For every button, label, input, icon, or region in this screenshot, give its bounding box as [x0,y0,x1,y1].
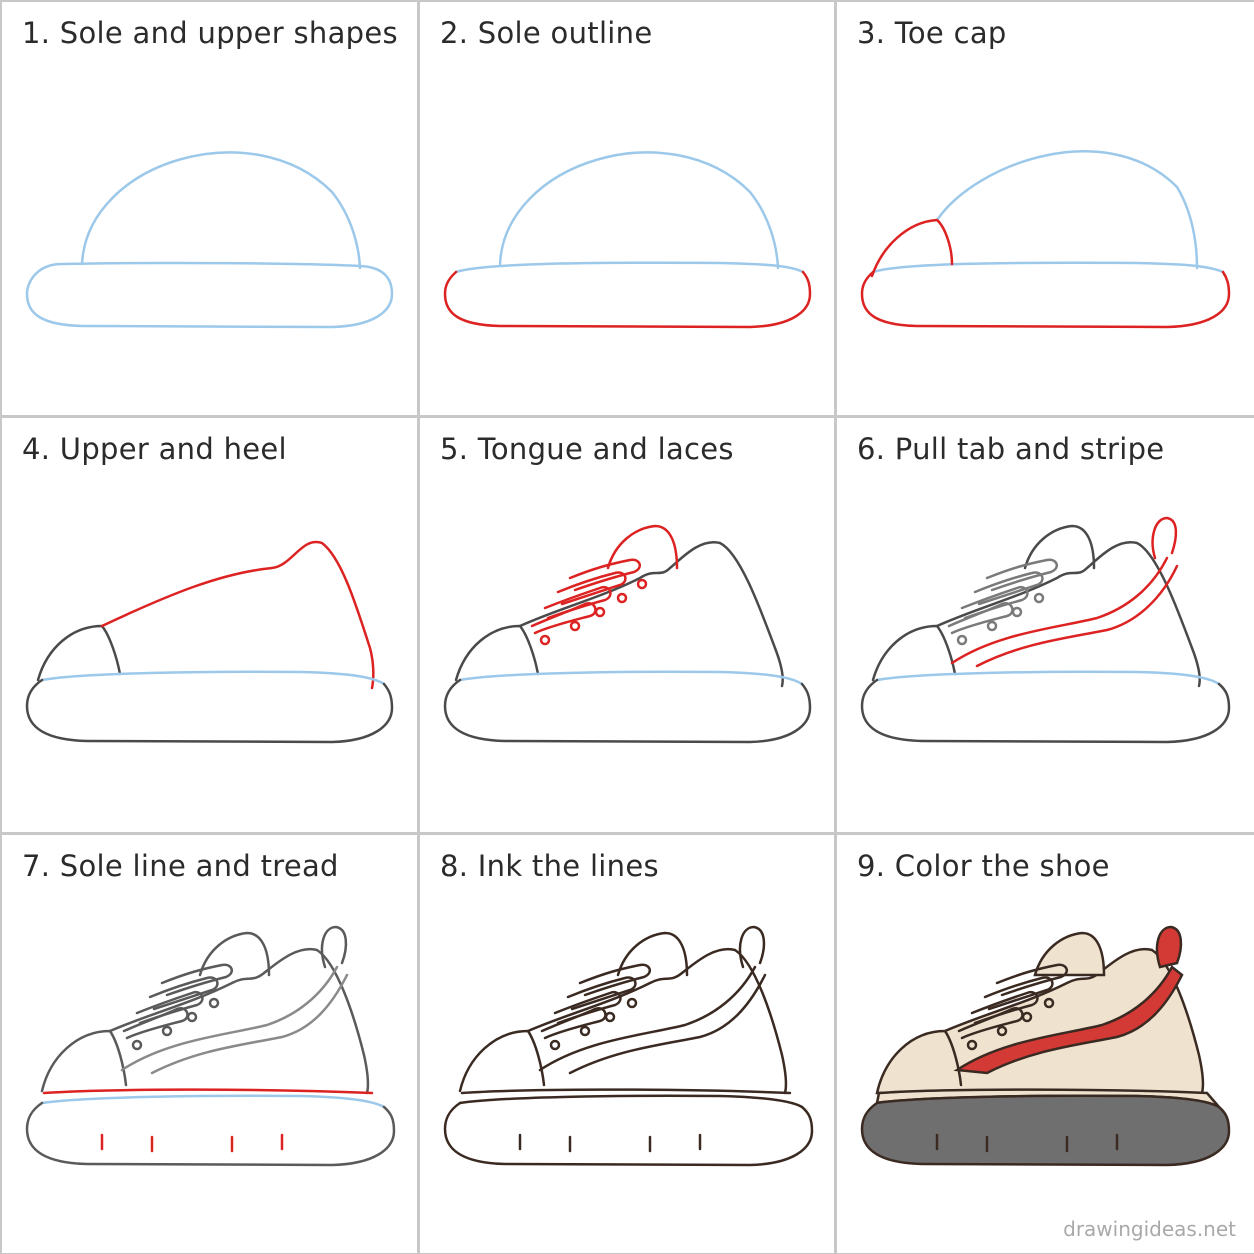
step-8-drawing [443,925,814,1167]
step-7-drawing [25,925,396,1167]
step-1-drawing [25,151,394,329]
step-title: 3. Toe cap [857,16,1007,50]
step-title: 4. Upper and heel [22,432,287,466]
step-2-drawing [443,151,812,329]
watermark: drawingideas.net [1063,1217,1236,1241]
step-title: 8. Ink the lines [440,849,659,883]
step-panel-9: 9. Color the shoe [837,835,1254,1253]
step-title: 7. Sole line and tread [22,849,339,883]
step-3-drawing [860,150,1231,329]
step-9-drawing [860,925,1231,1167]
step-title: 9. Color the shoe [857,849,1110,883]
step-4-drawing [25,540,394,744]
step-title: 6. Pull tab and stripe [857,432,1165,466]
step-panel-1: 1. Sole and upper shapes [2,2,417,415]
step-panel-3: 3. Toe cap [837,2,1254,415]
step-panel-4: 4. Upper and heel [2,418,417,832]
step-panel-2: 2. Sole outline [420,2,834,415]
step-title: 2. Sole outline [440,16,653,50]
step-5-drawing [443,524,812,744]
step-title: 1. Sole and upper shapes [22,16,398,50]
step-title: 5. Tongue and laces [440,432,734,466]
step-6-drawing [860,516,1231,744]
step-panel-7: 7. Sole line and tread [2,835,417,1253]
step-panel-8: 8. Ink the lines [420,835,834,1253]
step-panel-5: 5. Tongue and laces [420,418,834,832]
step-panel-6: 6. Pull tab and stripe [837,418,1254,832]
